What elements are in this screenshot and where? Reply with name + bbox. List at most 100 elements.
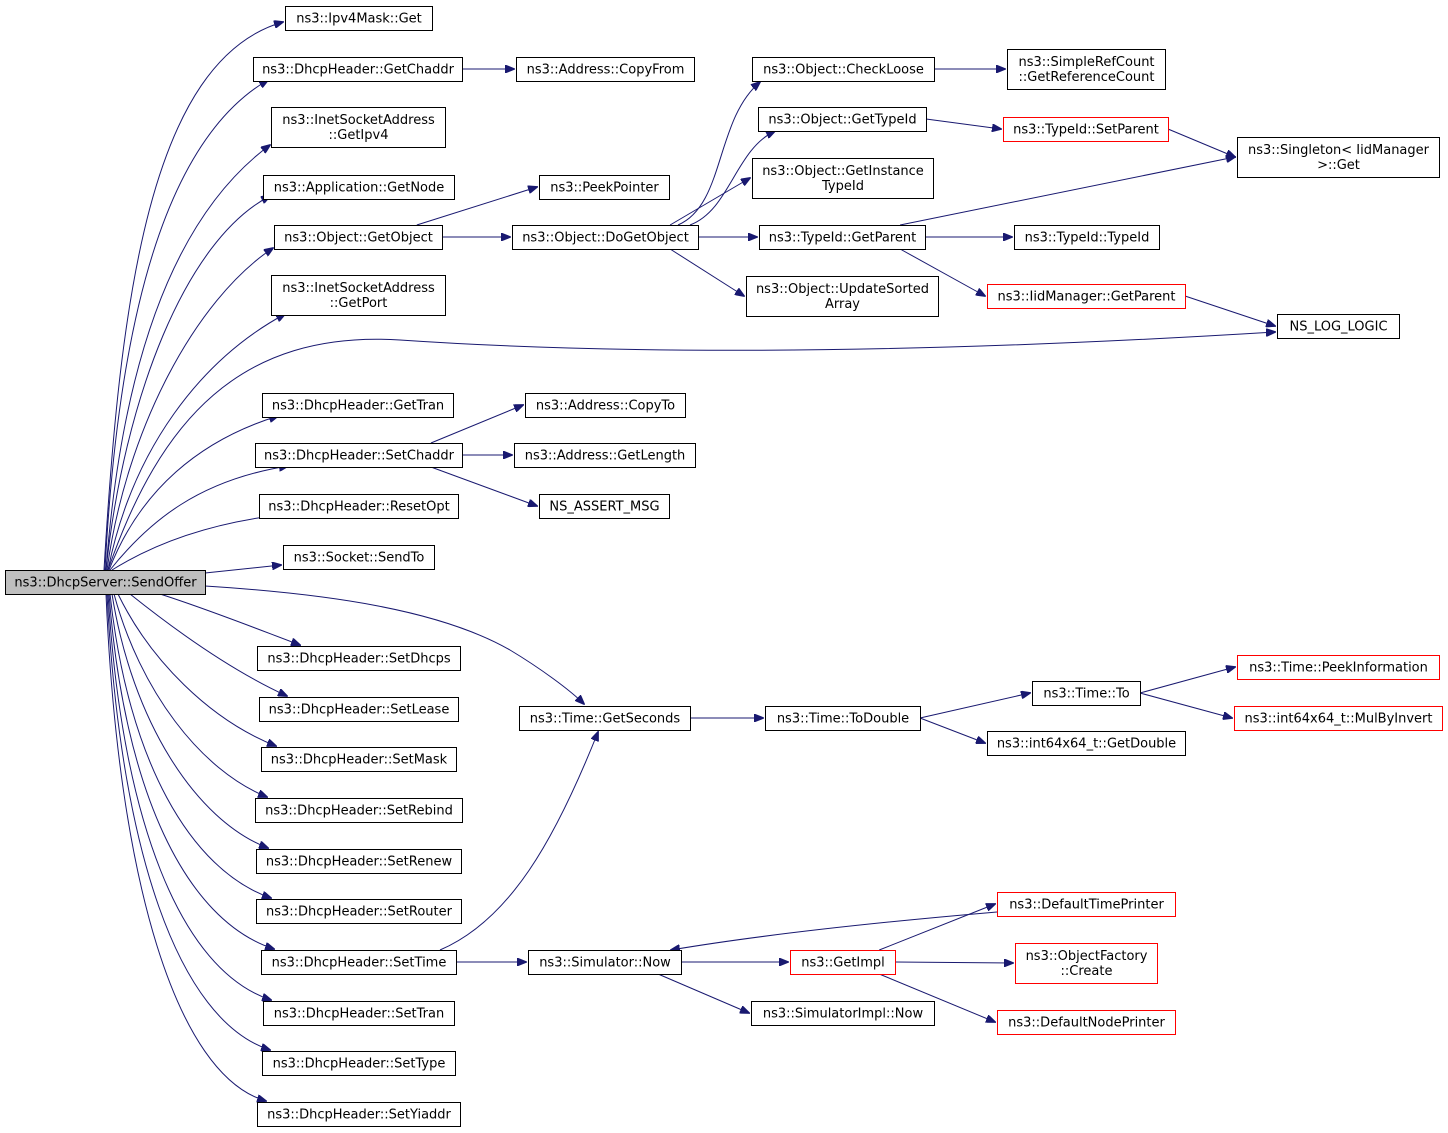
edge-sendoffer-to-sendto: [204, 565, 281, 574]
node-label: ::GetPort: [330, 296, 388, 311]
edge-sendoffer-to-setrebind: [113, 593, 267, 797]
node-getchaddr[interactable]: ns3::DhcpHeader::GetChaddr: [253, 57, 463, 82]
node-resetopt[interactable]: ns3::DhcpHeader::ResetOpt: [259, 494, 459, 519]
edge-dogetobject-to-checkloose: [677, 82, 760, 226]
node-getlength[interactable]: ns3::Address::GetLength: [514, 443, 696, 468]
node-label: ::Create: [1061, 964, 1113, 979]
node-defaulttimeprinter[interactable]: ns3::DefaultTimePrinter: [997, 892, 1176, 917]
edge-sendoffer-to-getseconds: [204, 585, 584, 704]
node-label: ns3::Singleton< IidManager: [1248, 143, 1430, 158]
node-settype[interactable]: ns3::DhcpHeader::SetType: [262, 1051, 456, 1076]
node-box: [263, 175, 455, 200]
node-box: [519, 706, 691, 731]
node-label: ns3::Application::GetNode: [274, 181, 445, 196]
node-box: [257, 646, 461, 671]
node-label: NS_ASSERT_MSG: [549, 500, 659, 515]
node-getimpl[interactable]: ns3::GetImpl: [790, 950, 896, 975]
node-box: [514, 443, 696, 468]
node-label: ns3::Time::ToDouble: [777, 712, 909, 727]
node-getipv4[interactable]: ns3::InetSocketAddress::GetIpv4: [271, 107, 446, 148]
node-typeid_getparent[interactable]: ns3::TypeId::GetParent: [759, 225, 926, 250]
node-setparent[interactable]: ns3::TypeId::SetParent: [1003, 117, 1169, 142]
node-label: ns3::DhcpHeader::ResetOpt: [268, 500, 449, 515]
node-box: [997, 1010, 1176, 1035]
node-setlease[interactable]: ns3::DhcpHeader::SetLease: [259, 697, 459, 722]
node-label: TypeId: [821, 179, 864, 194]
node-singleton_get[interactable]: ns3::Singleton< IidManager>::Get: [1237, 137, 1440, 178]
node-iid_getparent[interactable]: ns3::IidManager::GetParent: [987, 284, 1186, 309]
node-checkloose[interactable]: ns3::Object::CheckLoose: [752, 57, 935, 82]
node-defaultnodeprinter[interactable]: ns3::DefaultNodePrinter: [997, 1010, 1176, 1035]
node-label: ns3::Time::To: [1043, 687, 1129, 702]
node-mulbyinvert[interactable]: ns3::int64x64_t::MulByInvert: [1234, 706, 1443, 731]
node-getseconds[interactable]: ns3::Time::GetSeconds: [519, 706, 691, 731]
node-settran[interactable]: ns3::DhcpHeader::SetTran: [263, 1001, 455, 1026]
node-label: ns3::GetImpl: [801, 956, 885, 971]
node-sendto[interactable]: ns3::Socket::SendTo: [283, 545, 435, 570]
node-gettypeid[interactable]: ns3::Object::GetTypeId: [758, 107, 927, 132]
edge-setchaddr-to-copyto: [430, 405, 523, 444]
node-getport[interactable]: ns3::InetSocketAddress::GetPort: [271, 275, 446, 316]
edge-getimpl-to-defaulttimeprinter: [879, 904, 995, 951]
edge-sendoffer-to-setmask: [117, 593, 276, 746]
node-label: ns3::DhcpHeader::GetChaddr: [262, 63, 455, 78]
node-setmask[interactable]: ns3::DhcpHeader::SetMask: [261, 747, 457, 772]
node-label: ns3::DhcpHeader::SetRouter: [266, 905, 453, 920]
node-time_to[interactable]: ns3::Time::To: [1032, 681, 1141, 706]
edge-setparent-to-singleton_get: [1167, 128, 1235, 157]
edge-todouble-to-getdouble: [919, 717, 985, 743]
node-ns_log_logic[interactable]: NS_LOG_LOGIC: [1277, 314, 1400, 339]
node-getobject[interactable]: ns3::Object::GetObject: [274, 225, 443, 250]
node-copyfrom[interactable]: ns3::Address::CopyFrom: [516, 57, 695, 82]
node-box: [1237, 655, 1440, 680]
node-setyiaddr[interactable]: ns3::DhcpHeader::SetYiaddr: [257, 1102, 461, 1127]
node-ns_assert_msg[interactable]: NS_ASSERT_MSG: [539, 494, 670, 519]
node-simulatorimpl_now[interactable]: ns3::SimulatorImpl::Now: [751, 1001, 935, 1026]
node-box: [255, 443, 463, 468]
node-box: [1234, 706, 1443, 731]
node-setrebind[interactable]: ns3::DhcpHeader::SetRebind: [255, 798, 463, 823]
node-setrouter[interactable]: ns3::DhcpHeader::SetRouter: [256, 899, 462, 924]
node-box: [1032, 681, 1141, 706]
node-setchaddr[interactable]: ns3::DhcpHeader::SetChaddr: [255, 443, 463, 468]
edge-typeid_getparent-to-iid_getparent: [899, 248, 985, 296]
node-box: [1007, 49, 1166, 90]
node-box: [257, 1102, 461, 1127]
node-peekinformation[interactable]: ns3::Time::PeekInformation: [1237, 655, 1440, 680]
node-ipv4mask_get[interactable]: ns3::Ipv4Mask::Get: [285, 6, 433, 31]
node-copyto[interactable]: ns3::Address::CopyTo: [525, 393, 686, 418]
node-label: ns3::InetSocketAddress: [282, 113, 435, 128]
node-sendoffer[interactable]: ns3::DhcpServer::SendOffer: [5, 570, 206, 595]
node-setrenew[interactable]: ns3::DhcpHeader::SetRenew: [256, 849, 462, 874]
node-gettran[interactable]: ns3::DhcpHeader::GetTran: [262, 393, 454, 418]
node-box: [746, 276, 939, 317]
node-label: ns3::Object::GetTypeId: [768, 113, 916, 128]
node-simulator_now[interactable]: ns3::Simulator::Now: [528, 950, 682, 975]
node-box: [261, 747, 457, 772]
node-todouble[interactable]: ns3::Time::ToDouble: [765, 706, 921, 731]
edge-sendoffer-to-settime: [108, 593, 274, 949]
node-objectfactory_create[interactable]: ns3::ObjectFactory::Create: [1015, 943, 1158, 984]
node-setdhcps[interactable]: ns3::DhcpHeader::SetDhcps: [257, 646, 461, 671]
edge-sendoffer-to-settran: [107, 593, 271, 1000]
node-getdouble[interactable]: ns3::int64x64_t::GetDouble: [987, 731, 1186, 756]
node-box: [528, 950, 682, 975]
edge-time_to-to-peekinformation: [1139, 667, 1235, 694]
node-label: ns3::InetSocketAddress: [282, 281, 435, 296]
node-typeid_typeid[interactable]: ns3::TypeId::TypeId: [1014, 225, 1160, 250]
node-settime[interactable]: ns3::DhcpHeader::SetTime: [261, 950, 457, 975]
node-getrefcount[interactable]: ns3::SimpleRefCount::GetReferenceCount: [1007, 49, 1166, 90]
node-label: ns3::PeekPointer: [550, 181, 659, 196]
node-label: ns3::Time::GetSeconds: [530, 712, 681, 727]
edge-sendoffer-to-setlease: [129, 593, 287, 696]
node-dogetobject[interactable]: ns3::Object::DoGetObject: [512, 225, 699, 250]
node-peekpointer[interactable]: ns3::PeekPointer: [539, 175, 670, 200]
node-label: ns3::DefaultNodePrinter: [1008, 1016, 1165, 1031]
edge-todouble-to-time_to: [919, 693, 1030, 719]
node-label: ns3::Address::GetLength: [525, 449, 686, 464]
node-label: ns3::DhcpHeader::SetChaddr: [264, 449, 455, 464]
node-getnode[interactable]: ns3::Application::GetNode: [263, 175, 455, 200]
edge-typeid_getparent-to-singleton_get: [900, 157, 1235, 226]
